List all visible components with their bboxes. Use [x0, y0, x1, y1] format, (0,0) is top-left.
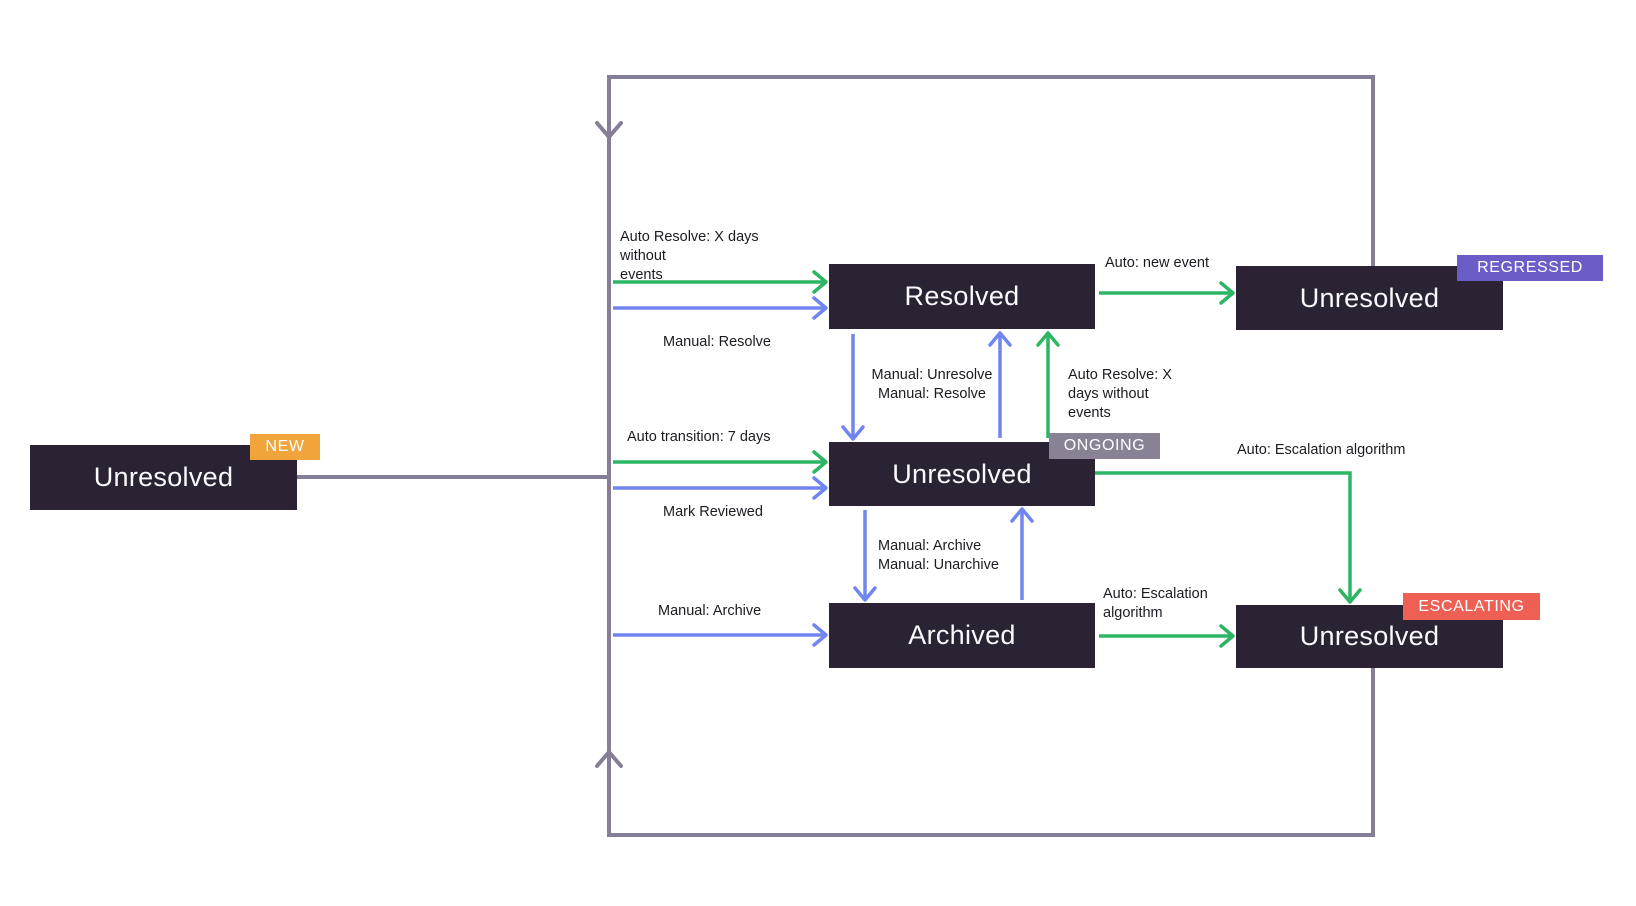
state-label: Resolved	[904, 281, 1020, 311]
feedback-loop-path	[297, 75, 1375, 837]
transition-label-auto-new-event: Auto: new event	[1105, 255, 1209, 271]
manual-transition-arrows	[613, 296, 1034, 647]
transition-label-auto-resolve: Auto Resolve: X days without events	[620, 229, 759, 283]
transition-label-auto-resolve-ongoing: Auto Resolve: X days without events	[1068, 367, 1172, 421]
transition-label-manual-archive-unarchive: Manual: Archive Manual: Unarchive	[878, 538, 999, 573]
state-box-archived: Archived	[829, 603, 1095, 668]
loop-arrowhead-up-icon	[595, 750, 623, 768]
state-label: Unresolved	[1299, 621, 1440, 651]
auto-transition-arrows	[613, 270, 1362, 648]
arrow-auto-escalation-from-ongoing	[1095, 471, 1362, 604]
badge-ongoing: ONGOING	[1049, 433, 1160, 459]
transition-label-mark-reviewed: Mark Reviewed	[663, 504, 763, 520]
state-label: Archived	[908, 620, 1016, 650]
loop-arrowhead-down-icon	[595, 121, 623, 139]
transition-label-auto-escalation-bottom: Auto: Escalation algorithm	[1103, 586, 1208, 621]
state-box-unresolved-new: Unresolved	[30, 445, 297, 510]
transition-label-auto-transition: Auto transition: 7 days	[627, 429, 771, 445]
state-label: Unresolved	[1299, 282, 1440, 313]
badge-escalating: ESCALATING	[1403, 593, 1540, 620]
transition-label-auto-escalation-top: Auto: Escalation algorithm	[1237, 442, 1406, 458]
state-label: Unresolved	[892, 458, 1032, 489]
transition-label-manual-resolve: Manual: Resolve	[663, 334, 771, 350]
transition-label-manual-unresolve-resolve: Manual: Unresolve Manual: Resolve	[871, 367, 993, 402]
state-box-resolved: Resolved	[829, 264, 1095, 329]
state-label: Unresolved	[93, 462, 234, 492]
badge-new: NEW	[250, 434, 320, 460]
badge-regressed: REGRESSED	[1457, 255, 1603, 281]
transition-label-manual-archive: Manual: Archive	[658, 603, 762, 619]
